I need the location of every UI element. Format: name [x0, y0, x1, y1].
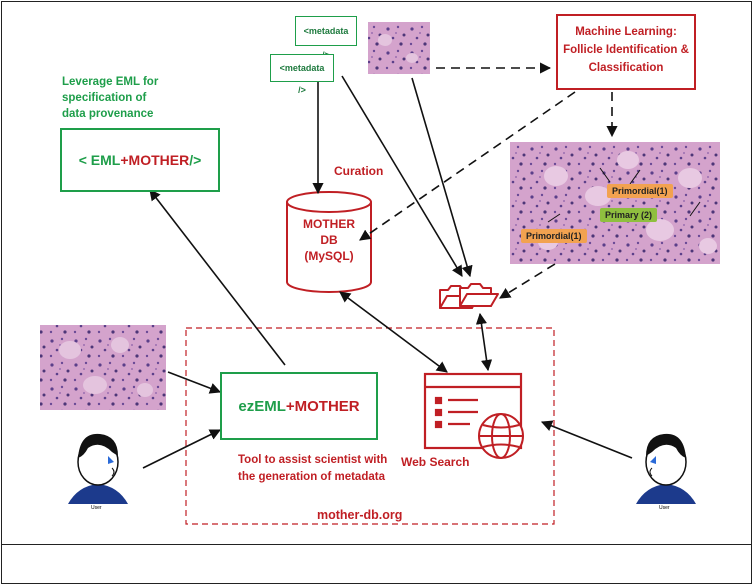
user-caption-right: User: [659, 505, 670, 511]
label-primordial-left: Primordial(1): [521, 229, 587, 243]
provenance-line-3: data provenance: [62, 108, 154, 120]
eml-suffix: />: [189, 152, 202, 168]
eml-mother-box: < EML+MOTHER />: [60, 128, 220, 192]
curation-label: Curation: [332, 164, 386, 178]
tool-line-2: the generation of metadata: [238, 471, 385, 483]
flow-arrows-dashed: [359, 62, 618, 299]
eml-plus: +: [120, 152, 129, 168]
globe-icon: [478, 413, 524, 459]
label-primary: Primary (2): [600, 208, 658, 222]
database-icon: [286, 191, 372, 293]
site-label: mother-db.org: [317, 508, 403, 522]
ezeml-label: ezEML: [238, 397, 286, 415]
provenance-line-1: Leverage EML for: [62, 76, 159, 88]
ezeml-mother-box: ezEML+MOTHER: [220, 372, 378, 440]
db-line-3: (MySQL): [304, 249, 354, 263]
db-line-1: MOTHER: [303, 217, 355, 231]
user-avatar-right: [636, 433, 696, 504]
tool-description: Tool to assist scientist with the genera…: [238, 452, 387, 486]
ml-line-1: Machine Learning:: [575, 26, 677, 38]
db-line-2: DB: [320, 233, 338, 247]
user-avatar-left: [68, 433, 128, 504]
provenance-line-2: specification of: [62, 92, 147, 104]
machine-learning-box: Machine Learning: Follicle Identificatio…: [556, 14, 696, 90]
flow-arrows-bidirectional: [339, 291, 493, 373]
ezeml-plus: +: [285, 397, 295, 415]
eml-mother: MOTHER: [128, 152, 190, 168]
database-label: MOTHER DB (MySQL): [291, 216, 367, 264]
eml-prefix: < EML: [78, 152, 121, 168]
metadata-tag-bottom: <metadata />: [270, 54, 334, 95]
web-page-icon: [423, 372, 523, 450]
provenance-note: Leverage EML for specification of data p…: [62, 74, 158, 122]
web-search-label: Web Search: [401, 455, 470, 469]
folder-icon: [439, 283, 499, 309]
tissue-image-classified: [510, 142, 720, 264]
flow-arrows-solid: [142, 75, 633, 469]
ml-line-3: Classification: [588, 62, 664, 74]
label-primordial-top: Primordial(1): [607, 184, 673, 198]
ml-line-2: Follicle Identification &: [563, 44, 689, 56]
ezeml-mother: MOTHER: [294, 397, 360, 415]
metadata-tag-top: <metadata />: [295, 16, 357, 60]
tissue-thumbnail-top: [368, 22, 430, 74]
tissue-image-left: [40, 325, 166, 410]
user-caption-left: User: [91, 505, 102, 511]
tool-line-1: Tool to assist scientist with: [238, 454, 388, 466]
caption-divider: [1, 544, 752, 545]
